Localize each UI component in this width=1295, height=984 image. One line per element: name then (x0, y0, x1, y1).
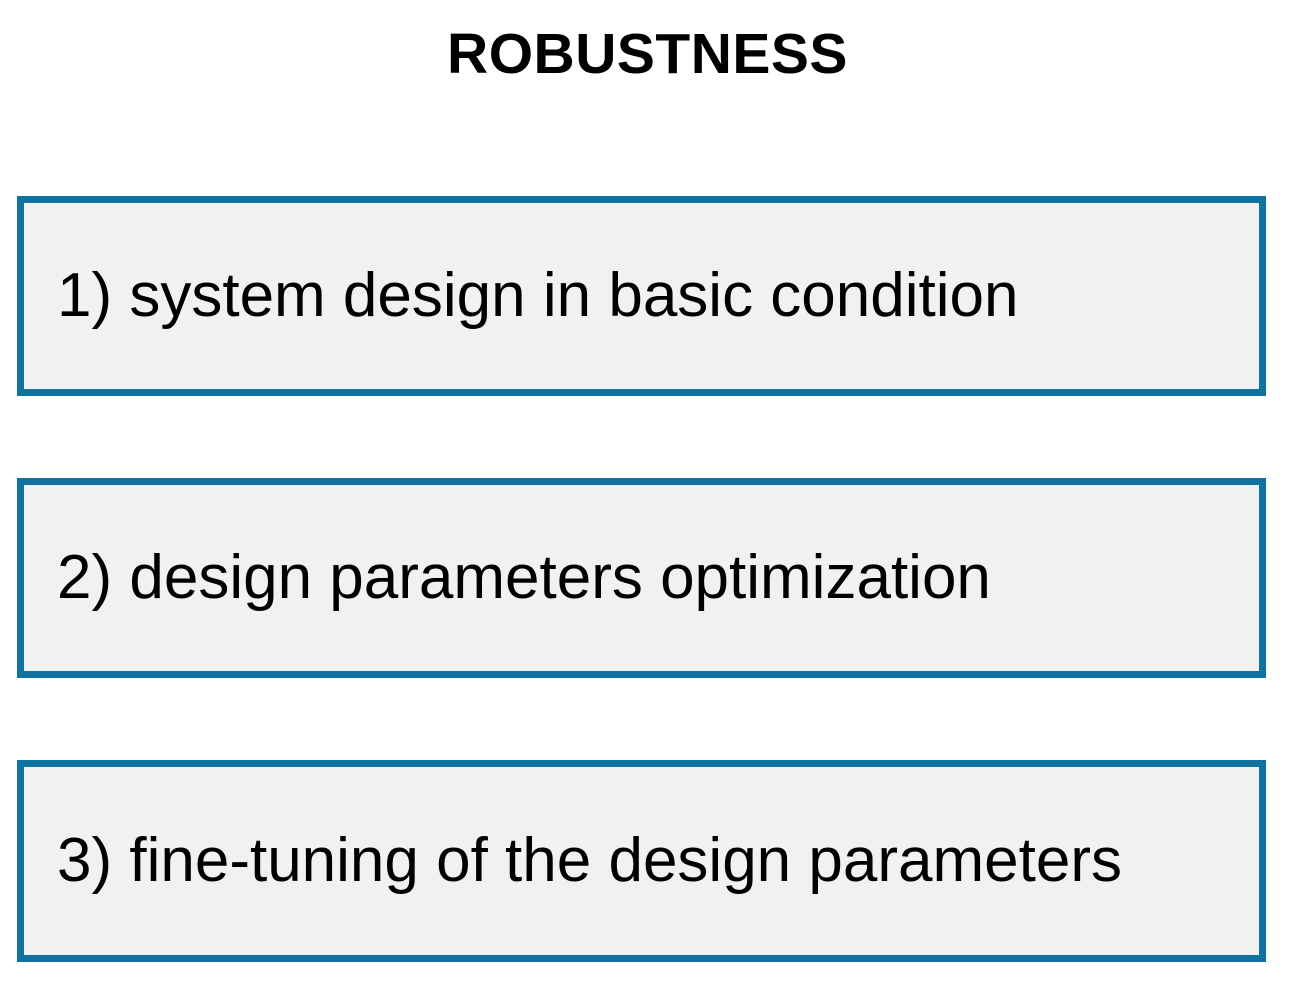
page-title: ROBUSTNESS (447, 22, 848, 86)
step-box-1[interactable]: 1) system design in basic condition (17, 196, 1266, 396)
step-box-2-label: 2) design parameters optimization (57, 543, 991, 612)
step-box-1-label: 1) system design in basic condition (57, 261, 1019, 330)
step-box-3-label: 3) fine-tuning of the design parameters (57, 826, 1122, 895)
step-box-3[interactable]: 3) fine-tuning of the design parameters (17, 760, 1266, 962)
step-box-2[interactable]: 2) design parameters optimization (17, 478, 1266, 678)
